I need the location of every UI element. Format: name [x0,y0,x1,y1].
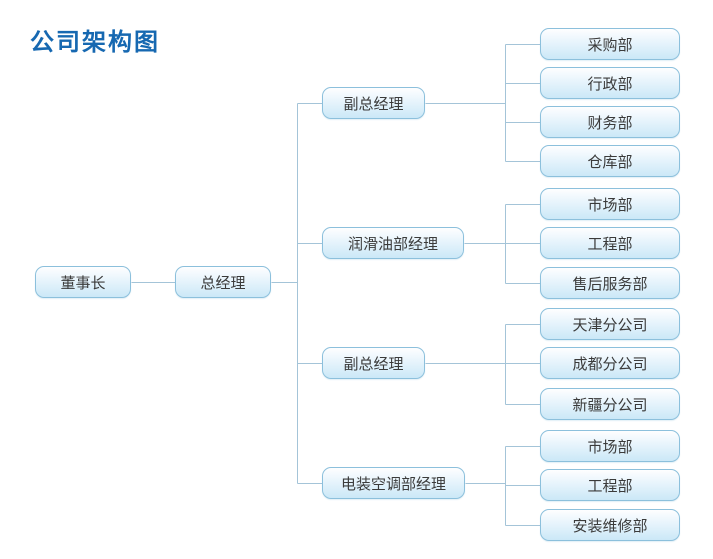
org-node-dept-0-3: 仓库部 [540,145,680,177]
page-title: 公司架构图 [30,28,160,56]
org-node-general-manager: 总经理 [175,266,271,298]
org-node-dept-3-1: 工程部 [540,469,680,501]
org-node-dept-2-2: 新疆分公司 [540,388,680,420]
org-node-dept-3-2: 安装维修部 [540,509,680,541]
org-node-dept-1-2: 售后服务部 [540,267,680,299]
org-node-dept-2-0: 天津分公司 [540,308,680,340]
org-node-dept-1-0: 市场部 [540,188,680,220]
org-node-dept-2-1: 成都分公司 [540,347,680,379]
org-node-dept-3-0: 市场部 [540,430,680,462]
org-node-manager-0: 副总经理 [322,87,425,119]
org-node-chairman: 董事长 [35,266,131,298]
org-node-manager-3: 电装空调部经理 [322,467,465,499]
org-node-dept-0-0: 采购部 [540,28,680,60]
org-node-manager-2: 副总经理 [322,347,425,379]
org-node-dept-0-1: 行政部 [540,67,680,99]
org-node-manager-1: 润滑油部经理 [322,227,464,259]
org-node-dept-0-2: 财务部 [540,106,680,138]
org-node-dept-1-1: 工程部 [540,227,680,259]
